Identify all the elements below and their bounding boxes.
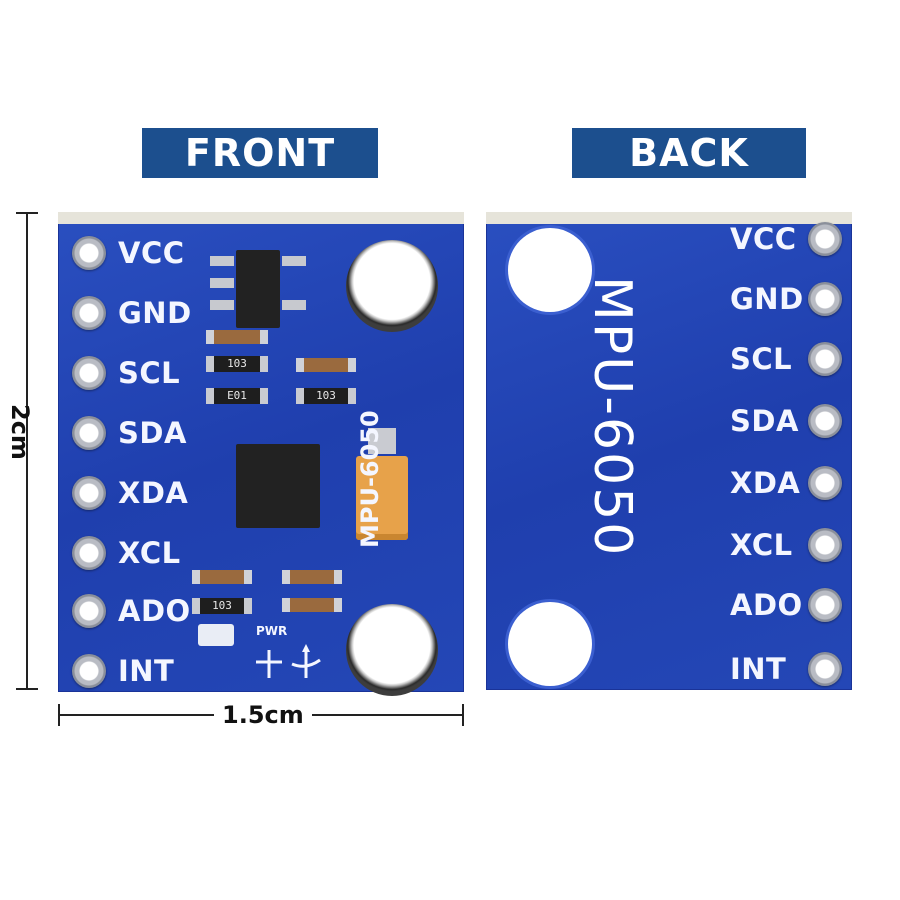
- back-pin-label: GND: [730, 282, 804, 316]
- chip-lead: [210, 300, 234, 310]
- resistor-e01: E01: [206, 388, 268, 404]
- resistor-103: 103: [192, 598, 252, 614]
- front-pin-label: VCC: [118, 236, 185, 270]
- resistor-103: 103: [206, 356, 268, 372]
- back-pin-vcc: [808, 222, 842, 256]
- capacitor: [282, 598, 342, 612]
- mounting-hole: [508, 228, 592, 312]
- power-led: [198, 624, 234, 646]
- width-dimension-tick: [58, 704, 60, 726]
- front-pin-label: XDA: [118, 476, 189, 510]
- resistor-103: 103: [296, 388, 356, 404]
- capacitor-pad: [368, 428, 396, 454]
- capacitor: [296, 358, 356, 372]
- back-pin-label: VCC: [730, 222, 797, 256]
- front-pin-xda: [72, 476, 106, 510]
- back-pin-label: XCL: [730, 528, 793, 562]
- axis-arrows-icon: [256, 644, 321, 678]
- mpu-6050-chip: [236, 444, 320, 528]
- front-pin-gnd: [72, 296, 106, 330]
- capacitor: [192, 570, 252, 584]
- chip-lead: [282, 300, 306, 310]
- front-banner: FRONT: [142, 128, 378, 178]
- board-edge: [486, 212, 852, 224]
- front-pin-label: GND: [118, 296, 192, 330]
- front-pin-int: [72, 654, 106, 688]
- front-model-label: MPU-6050: [356, 410, 384, 548]
- board-edge: [58, 212, 464, 224]
- front-pin-label: ADO: [118, 594, 191, 628]
- front-pin-vcc: [72, 236, 106, 270]
- front-pin-label: SCL: [118, 356, 181, 390]
- mounting-hole: [346, 240, 438, 332]
- back-pin-gnd: [808, 282, 842, 316]
- back-pin-scl: [808, 342, 842, 376]
- back-banner: BACK: [572, 128, 806, 178]
- chip-lead: [282, 256, 306, 266]
- back-pin-label: ADO: [730, 588, 803, 622]
- chip-lead: [210, 278, 234, 288]
- back-pin-sda: [808, 404, 842, 438]
- height-dimension-line: [26, 212, 28, 690]
- back-pin-xcl: [808, 528, 842, 562]
- back-model-label: MPU-6050: [582, 276, 642, 558]
- height-dimension-tick: [16, 212, 38, 214]
- height-dimension-tick: [16, 688, 38, 690]
- back-pin-label: XDA: [730, 466, 801, 500]
- back-pin-ado: [808, 588, 842, 622]
- front-pin-xcl: [72, 536, 106, 570]
- width-dimension-tick: [462, 704, 464, 726]
- back-pin-label: INT: [730, 652, 787, 686]
- back-pin-int: [808, 652, 842, 686]
- front-pin-ado: [72, 594, 106, 628]
- chip-lead: [210, 256, 234, 266]
- front-pin-label: SDA: [118, 416, 187, 450]
- front-pin-label: XCL: [118, 536, 181, 570]
- capacitor: [206, 330, 268, 344]
- front-pin-scl: [72, 356, 106, 390]
- mounting-hole: [508, 602, 592, 686]
- back-pin-label: SDA: [730, 404, 799, 438]
- back-pin-xda: [808, 466, 842, 500]
- width-dimension-label: 1.5cm: [214, 701, 312, 729]
- tantalum-capacitor: [356, 456, 408, 540]
- back-pin-label: SCL: [730, 342, 793, 376]
- pwr-label: PWR: [256, 624, 288, 638]
- height-dimension-label: 2cm: [6, 404, 34, 460]
- mounting-hole: [346, 604, 438, 696]
- capacitor: [282, 570, 342, 584]
- regulator-chip: [236, 250, 280, 328]
- front-pin-label: INT: [118, 654, 175, 688]
- front-pin-sda: [72, 416, 106, 450]
